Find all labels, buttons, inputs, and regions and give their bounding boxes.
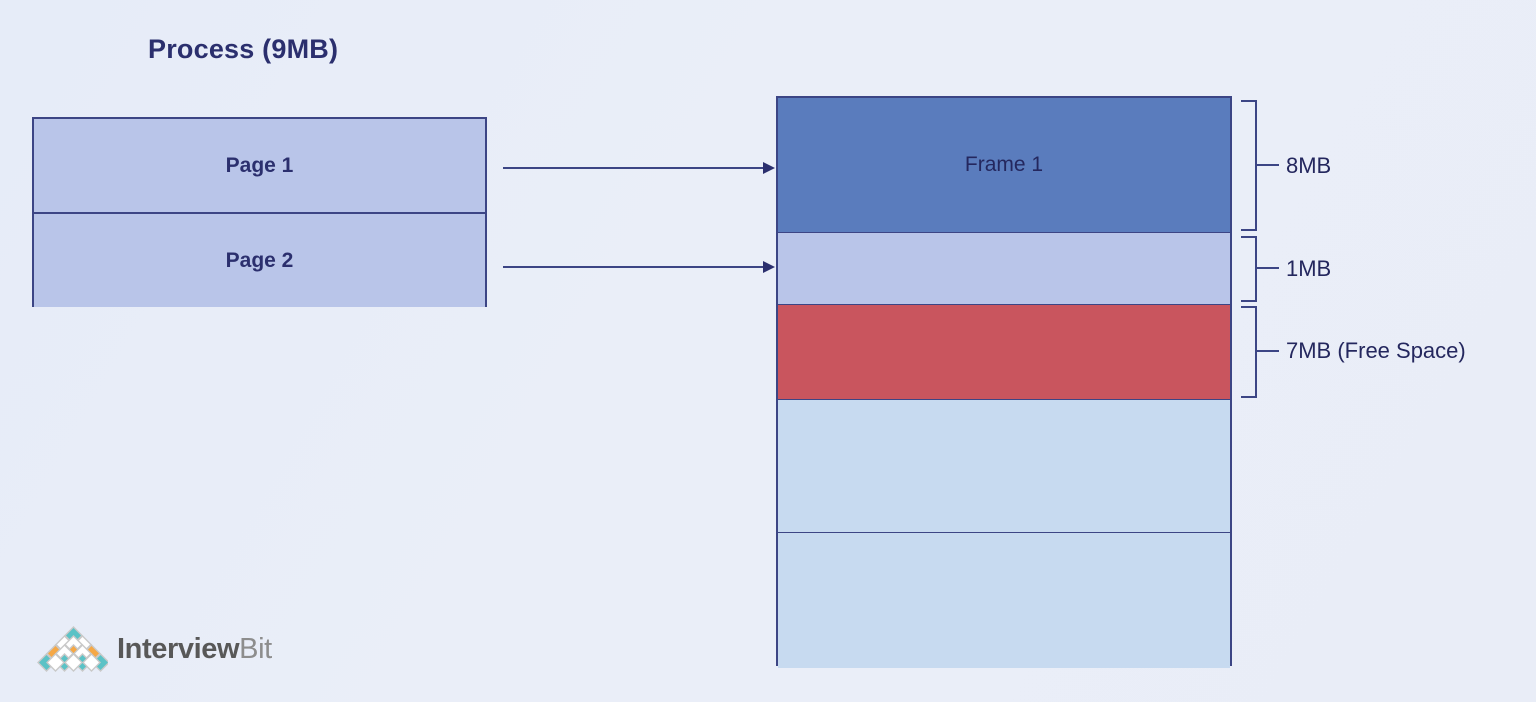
page-title: Process (9MB) <box>148 34 339 64</box>
interviewbit-logo: InterviewBit <box>36 626 272 672</box>
arrow-head-icon <box>763 162 775 174</box>
page-block-1: Page 1 <box>34 119 485 214</box>
process-memory-column: Page 1 Page 2 <box>32 117 487 307</box>
arrow-shaft <box>503 266 765 268</box>
size-bracket-3 <box>1241 306 1257 398</box>
size-bracket-1 <box>1241 100 1257 231</box>
memory-block-5 <box>778 533 1230 668</box>
size-bracket-2-tick <box>1257 267 1279 269</box>
arrow-page-1-to-frame-1 <box>503 162 775 174</box>
interviewbit-wordmark: InterviewBit <box>117 633 272 666</box>
size-bracket-3-tick <box>1257 350 1279 352</box>
memory-block-1: Frame 1 <box>778 98 1230 233</box>
size-label-1: 8MB <box>1286 153 1332 178</box>
size-bracket-1-tick <box>1257 164 1279 166</box>
memory-block-1-label: Frame 1 <box>964 153 1044 176</box>
memory-block-4 <box>778 400 1230 533</box>
page-block-1-label: Page 1 <box>225 153 294 177</box>
page-block-2-label: Page 2 <box>225 248 294 272</box>
arrow-shaft <box>503 167 765 169</box>
logo-text-light: Bit <box>239 632 272 665</box>
physical-memory-column: Frame 1 <box>776 96 1232 668</box>
size-label-2: 1MB <box>1286 256 1332 281</box>
arrow-head-icon <box>763 261 775 273</box>
size-bracket-2 <box>1241 236 1257 302</box>
interviewbit-mark-icon <box>36 626 110 672</box>
memory-block-2 <box>778 233 1230 305</box>
arrow-page-2-to-frame-2 <box>503 261 775 273</box>
diamond-pyramid-icon <box>37 626 110 672</box>
size-label-3: 7MB (Free Space) <box>1286 338 1466 363</box>
page-block-2: Page 2 <box>34 214 485 307</box>
memory-block-3 <box>778 305 1230 400</box>
logo-text-bold: Interview <box>117 632 240 665</box>
